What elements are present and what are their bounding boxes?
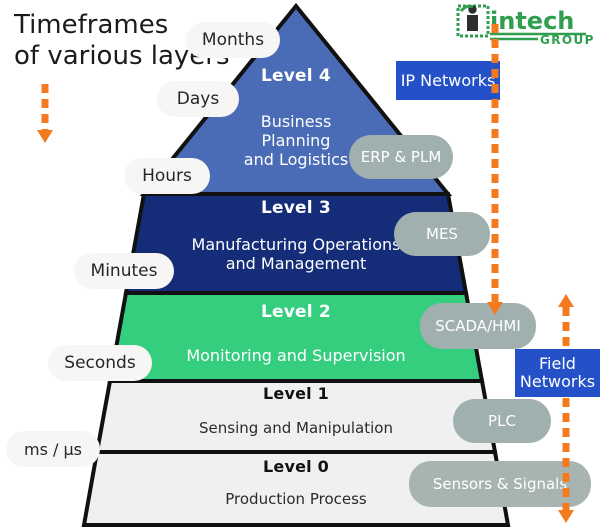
ip-network-arrow	[486, 24, 504, 318]
intech-i-logo-icon	[456, 4, 490, 38]
level-4-description: Business Planning and Logistics	[243, 112, 349, 169]
logo-subtitle: GROUP	[540, 33, 595, 47]
level-0-title: Level 0	[263, 457, 329, 476]
timeframe-hours: Hours	[124, 158, 210, 194]
system-erp-plm: ERP & PLM	[349, 135, 453, 179]
timeframe-months: Months	[186, 22, 280, 58]
network-ip-networks: IP Networks	[396, 61, 500, 100]
system-sensors-signals: Sensors & Signals	[409, 461, 591, 507]
field-network-arrow-up	[557, 294, 575, 350]
timeframe-days: Days	[157, 81, 239, 117]
level-4-title: Level 4	[261, 66, 331, 86]
level-3-description: Manufacturing Operations and Management	[191, 235, 401, 273]
network-field-networks: Field Networks	[515, 349, 600, 397]
system-scada-hmi: SCADA/HMI	[420, 303, 536, 349]
level-2-description: Monitoring and Supervision	[186, 346, 406, 365]
field-network-arrow-down	[557, 398, 575, 526]
timeframe-arrow	[36, 84, 54, 146]
system-plc: PLC	[453, 399, 551, 443]
logo-wordmark: intech	[490, 7, 574, 35]
level-3-title: Level 3	[261, 198, 331, 218]
timeframe-seconds: Seconds	[48, 345, 152, 381]
intech-group-logo: intech GROUP	[456, 4, 595, 47]
timeframe-minutes: Minutes	[74, 253, 174, 289]
level-2-title: Level 2	[261, 302, 331, 322]
level-1-description: Sensing and Manipulation	[199, 419, 393, 437]
timeframe-ms-us: ms / µs	[6, 431, 100, 467]
level-1-title: Level 1	[263, 384, 329, 403]
level-0-description: Production Process	[225, 490, 367, 508]
system-mes: MES	[394, 212, 490, 256]
